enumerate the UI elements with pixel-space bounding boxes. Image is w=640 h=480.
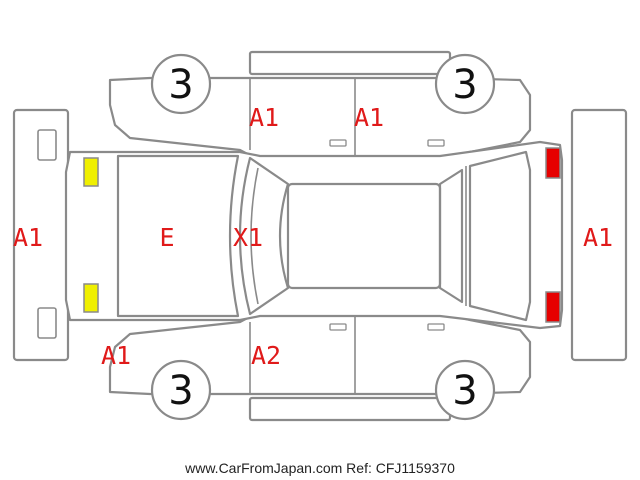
trunk-panel — [465, 150, 532, 322]
damage-code-hood: E — [159, 223, 174, 252]
car-top-body — [64, 140, 564, 330]
damage-code-top-front-door: A1 — [249, 103, 279, 132]
top-side-body — [108, 76, 532, 160]
damage-code-front-bumper: A1 — [13, 223, 43, 252]
damage-code-windshield: X1 — [233, 223, 263, 252]
wheel-score: 3 — [168, 368, 193, 414]
damage-code-top-rear-door: A1 — [354, 103, 384, 132]
damage-code-rear-bumper: A1 — [583, 223, 613, 252]
damage-code-bottom-front-door: A2 — [251, 341, 281, 370]
headlights — [83, 157, 99, 313]
taillight-top-icon — [545, 147, 561, 179]
taillight-bottom-icon — [545, 291, 561, 323]
watermark-text: www.CarFromJapan.com Ref: CFJ1159370 — [184, 460, 455, 476]
hood-panel — [116, 154, 240, 318]
rear-bumper — [570, 108, 628, 362]
wheel-front-right: 3 — [150, 359, 212, 421]
wheel-front-left: 3 — [150, 53, 212, 115]
rear-window — [438, 168, 464, 304]
headlight-top-icon — [83, 157, 99, 187]
wheel-rear-left: 3 — [434, 53, 496, 115]
damage-code-front-corner: A1 — [101, 341, 131, 370]
wheel-score: 3 — [168, 62, 193, 108]
headlight-bottom-icon — [83, 283, 99, 313]
wheel-rear-right: 3 — [434, 359, 496, 421]
taillights — [545, 147, 561, 323]
wheel-score: 3 — [452, 62, 477, 108]
top-side-strip — [248, 50, 452, 76]
windshield — [238, 156, 290, 316]
bottom-side-strip — [248, 396, 452, 422]
wheel-score: 3 — [452, 368, 477, 414]
bottom-side-body — [108, 312, 532, 396]
